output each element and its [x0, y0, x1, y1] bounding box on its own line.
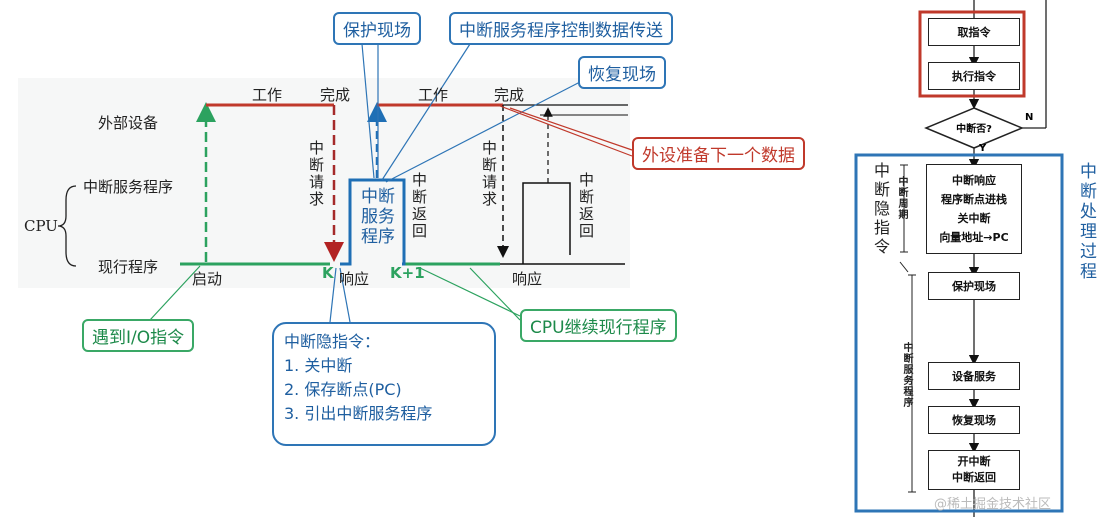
watermark: @稀土掘金技术社区: [934, 497, 1052, 512]
return-box: 开中断 中断返回: [928, 450, 1020, 490]
respond-label-2: 响应: [512, 270, 543, 288]
enable-int-label: 开中断: [957, 455, 991, 468]
restore-context-callout: 恢复现场: [578, 56, 666, 89]
save-context-callout: 保护现场: [333, 12, 421, 45]
hidden-step-3: 3. 引出中断服务程序: [284, 404, 433, 423]
device-service-box: 设备服务: [928, 362, 1020, 390]
int-cycle-box: 中断响应 程序断点进栈 关中断 向量地址→PC: [926, 164, 1022, 254]
cpu-continue-callout: CPU继续现行程序: [520, 309, 677, 342]
hidden-instruction-callout: 中断隐指令： 1. 关中断 2. 保存断点(PC) 3. 引出中断服务程序: [272, 322, 496, 446]
isr-control-callout: 中断服务程序控制数据传送: [449, 12, 673, 45]
external-device-label: 外部设备: [98, 114, 159, 132]
next-data-callout: 外设准备下一个数据: [632, 137, 805, 170]
hidden-instr-label: 中断隐指令: [871, 162, 890, 257]
fetch-box: 取指令: [928, 18, 1020, 46]
int-cycle-1: 中断响应: [952, 174, 996, 187]
execute-box: 执行指令: [928, 62, 1020, 90]
int-cycle-4: 向量地址→PC: [939, 231, 1009, 244]
int-cycle-3: 关中断: [957, 212, 991, 225]
work-label-2: 工作: [418, 86, 449, 104]
hidden-title: 中断隐指令：: [284, 332, 381, 351]
done-label-2: 完成: [494, 86, 525, 104]
io-instruction-callout: 遇到I/O指令: [82, 319, 195, 352]
int-cycle-2: 程序断点进栈: [941, 193, 1007, 206]
fetch-execute-frame: [918, 10, 1026, 98]
save-box: 保护现场: [928, 272, 1020, 300]
y-label: Y: [979, 143, 987, 154]
int-period-label: 中断周期: [896, 176, 907, 220]
interrupt-question: 中断否?: [956, 124, 992, 135]
hidden-step-1: 1. 关中断: [284, 356, 353, 375]
int-return-label-2: 中断返回: [577, 172, 595, 240]
hidden-step-2: 2. 保存断点(PC): [284, 380, 402, 399]
isr-row-label: 中断服务程序: [83, 178, 174, 196]
interrupt-process-frame: [854, 153, 1064, 513]
isr-vertical-label: 中断服务程序: [901, 342, 912, 408]
cpu-label: CPU: [24, 217, 58, 235]
int-return-label-1: 中断返回: [410, 172, 428, 240]
int-request-label-1: 中断请求: [307, 140, 325, 208]
done-label-1: 完成: [320, 86, 351, 104]
int-return-label: 中断返回: [952, 471, 996, 484]
work-label-1: 工作: [252, 86, 283, 104]
restore-box: 恢复现场: [928, 406, 1020, 434]
k1-label: K+1: [390, 264, 425, 282]
n-label: N: [1025, 112, 1034, 123]
isr-box-label: 中断服务程序: [361, 187, 395, 247]
k-label: K: [322, 264, 334, 282]
int-request-label-2: 中断请求: [480, 140, 498, 208]
process-label: 中断处理过程: [1076, 162, 1096, 282]
respond-label-1: 响应: [339, 270, 370, 288]
start-label: 启动: [192, 270, 223, 288]
current-program-label: 现行程序: [98, 258, 159, 276]
